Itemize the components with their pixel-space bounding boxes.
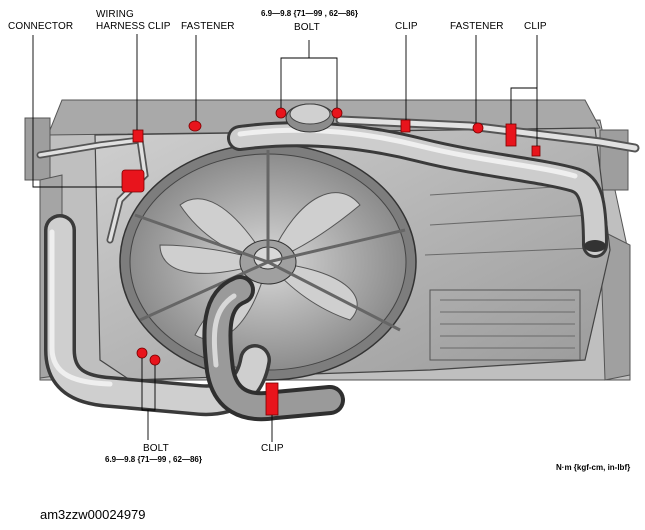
clip-top-center-mark [400, 119, 411, 133]
label-bolt-top: BOLT [294, 22, 320, 33]
label-torque-top: 6.9—9.8 {71—99 , 62—86} [261, 9, 358, 18]
bolt-bottom-left-mark [136, 347, 148, 359]
label-wiring-harness-clip-line2: HARNESS CLIP [96, 21, 171, 32]
center-hose [202, 275, 345, 422]
bolt-top-right-mark [331, 107, 343, 119]
fastener-left-mark [188, 120, 202, 132]
label-fastener-left: FASTENER [181, 21, 235, 32]
label-fastener-right: FASTENER [450, 21, 504, 32]
figure-id: am3zzw00024979 [40, 507, 146, 522]
label-clip-top-right: CLIP [524, 21, 547, 32]
upper-radiator-hose [227, 121, 608, 258]
cooling-fan [119, 143, 417, 381]
leader-lines [32, 34, 538, 442]
bolt-top-left-mark [275, 107, 287, 119]
label-torque-bottom: 6.9—9.8 {71—99 , 62—86} [105, 455, 202, 464]
leader-clip-right [510, 87, 538, 146]
connector-mark [121, 169, 145, 193]
wiring-harness-tube [36, 136, 149, 244]
bolt-bottom-right-mark [149, 354, 161, 366]
label-wiring-harness-clip-line1: WIRING [96, 9, 134, 20]
label-clip-bottom: CLIP [261, 443, 284, 454]
fan-blades [159, 192, 361, 341]
clip-bottom-mark [265, 382, 279, 416]
wiring-harness-clip-mark [132, 129, 144, 143]
clip-top-right-mark-2 [531, 145, 541, 157]
leader-bolt-bottom [141, 358, 156, 411]
lower-radiator-hose [44, 214, 271, 417]
fastener-right-mark [472, 122, 484, 134]
radiator-cap [285, 103, 335, 133]
leader-connector [32, 35, 122, 188]
clip-top-right-mark-1 [505, 123, 517, 147]
label-clip-top-center: CLIP [395, 21, 418, 32]
label-units: N·m {kgf-cm, in-lbf} [556, 463, 631, 472]
highlighted-parts [121, 107, 541, 416]
label-connector: CONNECTOR [8, 21, 74, 32]
label-bolt-bottom: BOLT [143, 443, 169, 454]
